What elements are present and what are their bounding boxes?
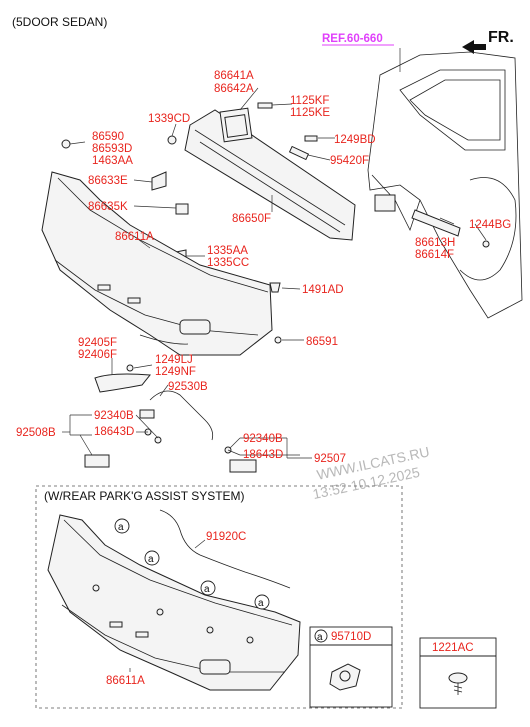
clip-1491AD[interactable]	[269, 282, 281, 293]
bolt-1125KF[interactable]	[257, 102, 273, 109]
label-1249NF[interactable]: 1249NF	[155, 366, 196, 378]
label-1463AA[interactable]: 1463AA	[92, 155, 133, 167]
sensor-marker-4[interactable]: a	[254, 594, 270, 610]
sensor-marker-2[interactable]: a	[144, 550, 160, 566]
label-95710D[interactable]: 95710D	[331, 631, 371, 643]
label-92406F[interactable]: 92406F	[78, 349, 117, 361]
label-86593D[interactable]: 86593D	[92, 143, 132, 155]
label-86641A[interactable]: 86641A	[214, 70, 254, 82]
label-1249BD[interactable]: 1249BD	[334, 134, 376, 146]
bulb-92340B-a[interactable]	[154, 436, 162, 444]
ref-link[interactable]: REF.60-660	[322, 33, 383, 45]
marker-letter: a	[258, 598, 264, 609]
label-1125KE[interactable]: 1125KE	[290, 107, 330, 119]
marker-letter: a	[118, 522, 124, 533]
rear-bumper-cover-86611A[interactable]	[41, 171, 273, 356]
label-86611A-assist[interactable]: 86611A	[106, 675, 145, 687]
marker-letter: a	[204, 584, 210, 595]
screw-1249LJ[interactable]	[126, 364, 134, 372]
car-body-rear-quarter	[367, 48, 523, 319]
label-1249LJ[interactable]: 1249LJ	[155, 354, 193, 366]
bolt-1244BG[interactable]	[482, 240, 490, 248]
label-1244BG[interactable]: 1244BG	[469, 219, 511, 231]
label-1339CD[interactable]: 1339CD	[148, 113, 190, 125]
assist-system-box	[35, 485, 403, 709]
label-1335AA[interactable]: 1335AA	[207, 245, 248, 257]
label-92405F[interactable]: 92405F	[78, 337, 117, 349]
screw-86591[interactable]	[274, 336, 282, 344]
label-92508B[interactable]: 92508B	[16, 427, 56, 439]
label-86591[interactable]: 86591	[306, 336, 338, 348]
inset-95710D[interactable]: a 95710D	[309, 626, 393, 708]
label-18643D-left[interactable]: 18643D	[94, 426, 134, 438]
diagram-title: (5DOOR SEDAN)	[12, 15, 107, 29]
assist-system-title: (W/REAR PARK'G ASSIST SYSTEM)	[44, 489, 245, 503]
inset-marker-letter: a	[317, 632, 323, 643]
label-95420F[interactable]: 95420F	[330, 155, 369, 167]
label-1335CC[interactable]: 1335CC	[207, 257, 249, 269]
license-lamp-92507[interactable]	[229, 459, 257, 473]
label-1125KF[interactable]: 1125KF	[290, 95, 329, 107]
clip-86635K[interactable]	[175, 203, 189, 215]
label-86633E[interactable]: 86633E	[88, 175, 128, 187]
wiring-harness-92530B[interactable]	[149, 390, 214, 441]
label-92340B-right[interactable]: 92340B	[243, 433, 283, 445]
label-86590[interactable]: 86590	[92, 131, 124, 143]
marker-letter: a	[148, 554, 154, 565]
label-86614F[interactable]: 86614F	[415, 249, 454, 261]
sensor-marker-1[interactable]: a	[114, 518, 130, 534]
rear-bumper-cover-assist-86611A[interactable]	[47, 514, 301, 691]
front-direction-label: FR.	[488, 29, 514, 46]
leader-lines	[69, 87, 487, 397]
bracket-86633E[interactable]	[151, 171, 167, 191]
label-1221AC[interactable]: 1221AC	[432, 642, 474, 654]
nut-1339CD[interactable]	[167, 135, 177, 145]
label-86642A[interactable]: 86642A	[214, 83, 254, 95]
label-18643D-right[interactable]: 18643D	[243, 449, 283, 461]
label-92530B[interactable]: 92530B	[168, 381, 208, 393]
lamp-bracket-leaders	[62, 414, 312, 459]
sensor-marker-3[interactable]: a	[200, 580, 216, 596]
bumper-beam-86650F[interactable]	[184, 107, 356, 241]
license-lamp-92508B[interactable]	[84, 454, 110, 468]
leader-91920C	[194, 539, 206, 549]
label-86611A[interactable]: 86611A	[115, 231, 154, 243]
connector-92530B[interactable]	[139, 409, 155, 419]
screw-thread-icon	[453, 683, 463, 695]
label-92507[interactable]: 92507	[314, 453, 346, 465]
bracket-86613H[interactable]	[411, 209, 461, 237]
sensor-wiring-91920C[interactable]	[159, 509, 291, 589]
label-86650F[interactable]: 86650F	[232, 213, 271, 225]
label-91920C[interactable]: 91920C	[206, 531, 246, 543]
inset-1221AC[interactable]: 1221AC	[419, 637, 497, 709]
reflector-92405F[interactable]	[94, 373, 151, 393]
label-86613H[interactable]: 86613H	[415, 237, 455, 249]
label-92340B-left[interactable]: 92340B	[94, 410, 134, 422]
clip-95420F[interactable]	[288, 145, 310, 161]
screw-86590[interactable]	[61, 139, 71, 149]
screw-head-icon	[448, 672, 468, 684]
front-arrow-icon	[462, 40, 486, 54]
label-1491AD[interactable]: 1491AD	[302, 284, 344, 296]
screw-1249BD[interactable]	[304, 135, 318, 142]
label-86635K[interactable]: 86635K	[88, 201, 128, 213]
